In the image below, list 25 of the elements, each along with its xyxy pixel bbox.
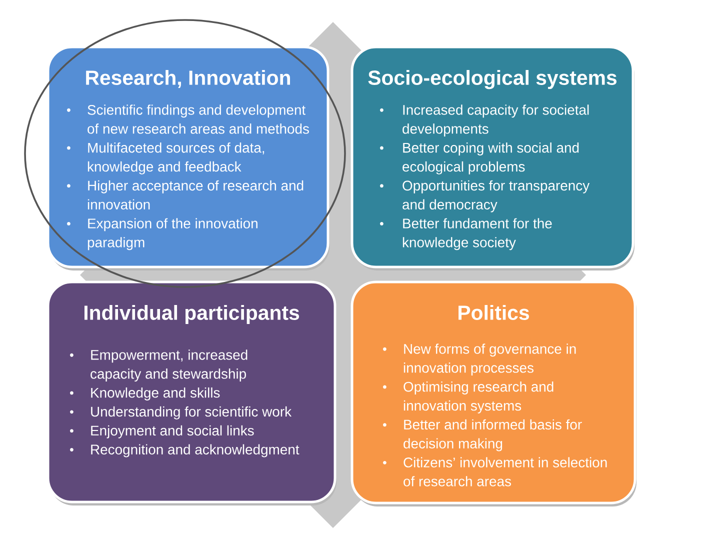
box-title: Individual participants [84,305,300,324]
list-item: Scientific findings and development of new research areas and methods [88,104,309,134]
list-item: Better fundament for the knowledge society [402,218,552,250]
list-item: Better and informed basis for decision making [404,419,582,452]
list-item: Increased capacity for societal developments [402,104,589,137]
list-item: Higher acceptance of research and innovation [88,180,304,210]
box-title: Politics [458,305,529,320]
list-item: Understanding for scientific work [91,406,292,420]
list-item: New forms of governance in innovation processes [404,344,576,376]
list-item: Enjoyment and social links [91,425,254,438]
list-item: Recognition and acknowledgment [91,444,300,458]
list-item: Citizens’ involvement in selection of research areas [404,457,607,486]
box-title: Socio-ecological systems [368,70,616,90]
rounded-box [46,46,330,270]
list-item: Multifaceted sources of data, knowledge and feedback [88,142,264,174]
list-item: Knowledge and skills [91,387,220,400]
list-item: Empowerment, increased capacity and stewardship [90,350,248,382]
list-item: Expansion of the innovation paradigm [88,218,258,250]
box-title: Research, Innovation [86,70,290,88]
list-item: Optimising research and innovation systems [404,381,554,414]
rounded-box [350,46,634,270]
list-item: Opportunities for transparency and democracy [402,180,590,212]
rounded-box [46,280,336,506]
rounded-box [350,280,636,506]
list-item: Better coping with social and ecological problems [402,142,579,174]
